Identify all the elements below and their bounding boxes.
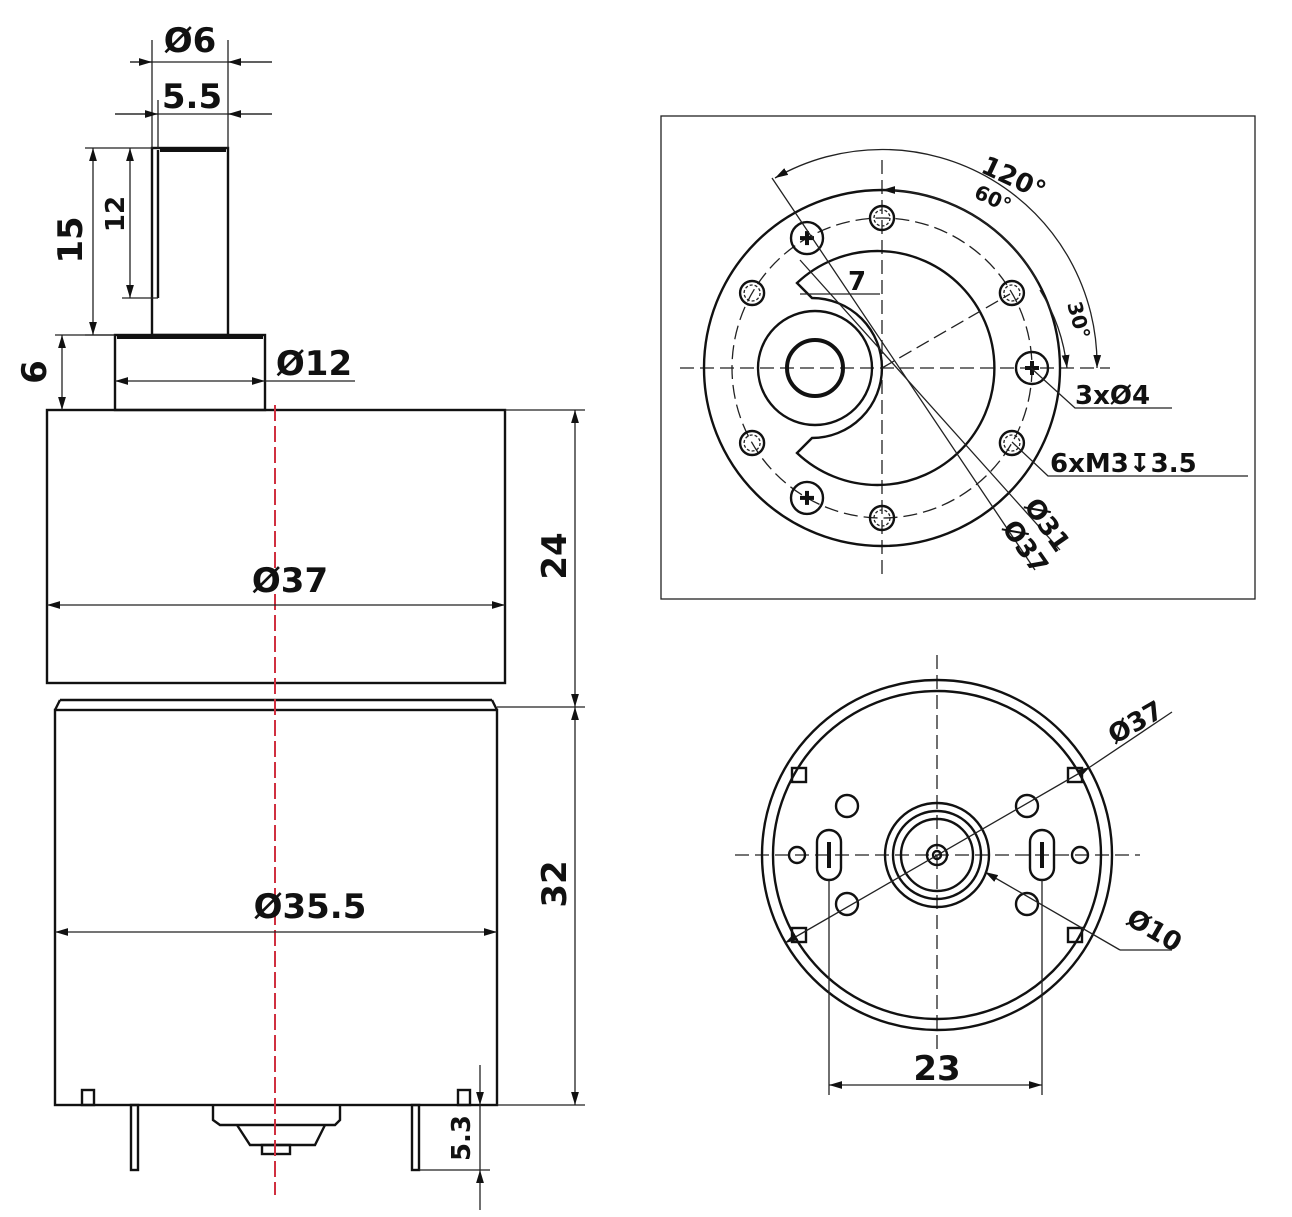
dim-angle-30: 30° bbox=[1062, 299, 1095, 342]
m3-hole bbox=[738, 279, 766, 307]
label-threaded-holes: 6xM3↧3.5 bbox=[1050, 449, 1197, 479]
dim-terminal-length: 5.3 bbox=[447, 1115, 477, 1161]
dim-shaft-length: 15 bbox=[51, 216, 91, 263]
m3-hole bbox=[738, 429, 766, 457]
dim-rear-dia: Ø37 bbox=[1103, 696, 1168, 751]
side-view: Ø6 5.5 15 12 6 Ø12 Ø37 24 Ø35.5 32 bbox=[15, 21, 585, 1210]
dim-motor-dia: Ø35.5 bbox=[254, 887, 367, 927]
dim-motor-height: 32 bbox=[535, 860, 575, 907]
dim-collar-height: 6 bbox=[15, 360, 55, 384]
dim-offset: 7 bbox=[848, 267, 866, 297]
terminal-left bbox=[129, 1103, 140, 1172]
dim-terminal-spacing: 23 bbox=[913, 1049, 960, 1089]
dim-shaft-flat: 5.5 bbox=[162, 77, 222, 117]
m3-hole bbox=[868, 504, 896, 532]
dim-gearbox-dia: Ø37 bbox=[252, 561, 328, 601]
m3-hole bbox=[998, 429, 1026, 457]
output-shaft bbox=[150, 146, 230, 337]
label-screw-holes: 3xØ4 bbox=[1075, 381, 1150, 411]
shaft-boss bbox=[756, 309, 874, 427]
flange-view: 120° 60° 30° 7 3xØ4 6xM3↧3.5 Ø31 Ø37 bbox=[660, 115, 1256, 600]
dim-collar-dia: Ø12 bbox=[276, 344, 352, 384]
flange-view-frame bbox=[660, 115, 1256, 600]
dim-flat-length: 12 bbox=[101, 196, 131, 232]
dim-gearbox-height: 24 bbox=[535, 532, 575, 579]
terminal-right bbox=[410, 1103, 421, 1172]
rear-bearing-boss bbox=[211, 1105, 342, 1127]
dim-shaft-dia: Ø6 bbox=[164, 21, 217, 61]
shaft-collar bbox=[113, 333, 267, 412]
rear-outer bbox=[760, 678, 1114, 1032]
rear-view: 23 Ø37 Ø10 bbox=[735, 655, 1187, 1095]
screw-hole bbox=[789, 480, 825, 516]
